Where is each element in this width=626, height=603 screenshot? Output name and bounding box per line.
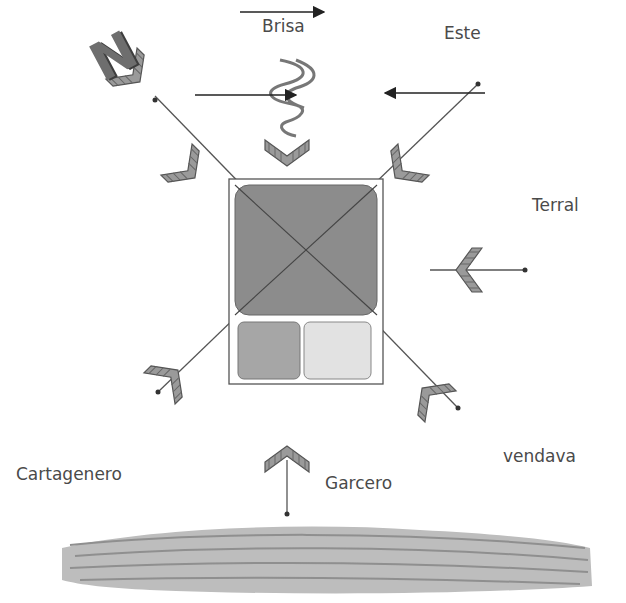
wind-label: Brisa (262, 17, 305, 36)
ground-strip (62, 527, 592, 594)
wind-label: Garcero (325, 474, 392, 493)
wind-label: Cartagenero (16, 465, 122, 484)
line-end-dots (153, 82, 528, 517)
central-plan (229, 179, 383, 384)
wind-arrows (195, 12, 485, 95)
wind-vanes (106, 48, 482, 472)
wind-label: vendava (503, 447, 576, 466)
smoke-plume (271, 60, 314, 136)
wind-lines (155, 84, 525, 512)
wind-label: Este (444, 24, 481, 43)
wind-label: Terral (532, 196, 579, 215)
